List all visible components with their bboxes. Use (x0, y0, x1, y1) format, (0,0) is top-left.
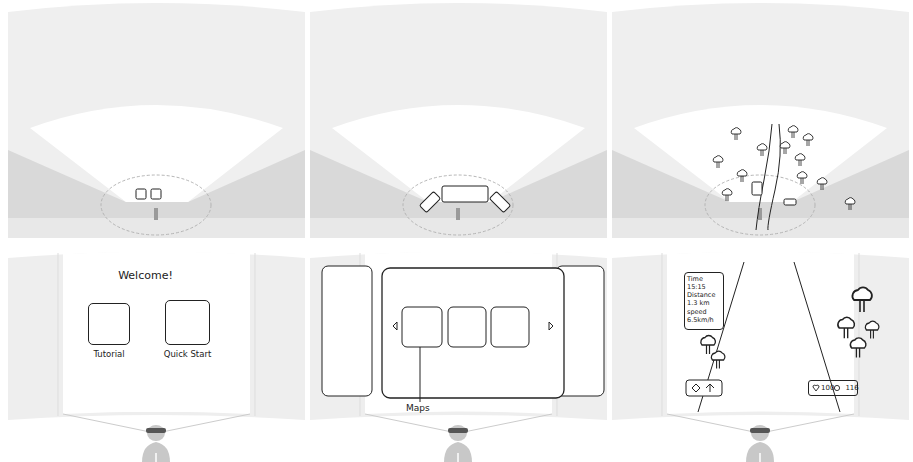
navigation-box (686, 380, 722, 396)
heart-icon (813, 385, 819, 391)
side-card (419, 191, 440, 212)
node-text: Time 15:15 Distance 1.3 km speed 6.5km/h (687, 275, 721, 324)
calorie-icon (834, 385, 839, 390)
map-tile (402, 307, 442, 347)
top-view (310, 3, 607, 238)
front-view (8, 252, 305, 462)
hud-card (752, 182, 762, 195)
front-view (310, 252, 607, 462)
menu-carousel (442, 186, 488, 202)
callout-label: Maps (406, 403, 430, 413)
map-tile (491, 307, 529, 347)
main-menu-panel (382, 268, 564, 398)
forest (701, 287, 879, 368)
road-edge (768, 124, 780, 230)
node-text: 116 (845, 384, 858, 392)
leader-line (420, 347, 421, 402)
node-text: Tutorial (93, 349, 124, 359)
top-view (8, 3, 305, 238)
side-card (489, 191, 510, 212)
stats-panel: Time 15:15 Distance 1.3 km speed 6.5km/h (684, 272, 724, 330)
front-view (612, 252, 909, 462)
node-text: Welcome! (63, 269, 228, 282)
forest (713, 126, 855, 210)
node-text: 100 (821, 384, 834, 392)
scroll-arrow (549, 322, 553, 330)
tutorial-button: Tutorial (88, 303, 130, 345)
map-tile (448, 307, 486, 347)
stats-badge: 100 116 (808, 380, 858, 396)
quick-start-button: Quick Start (165, 300, 210, 345)
navigation-icons (692, 384, 714, 392)
road-edge (794, 262, 840, 412)
scroll-arrow (393, 322, 397, 330)
node-text: Quick Start (164, 349, 212, 359)
menu-card (151, 189, 161, 199)
welcome-panel: Welcome!TutorialQuick Start (63, 257, 248, 412)
hud-card (784, 199, 796, 205)
top-view (612, 3, 909, 238)
menu-card (136, 189, 146, 199)
side-menu-panel (322, 266, 372, 396)
